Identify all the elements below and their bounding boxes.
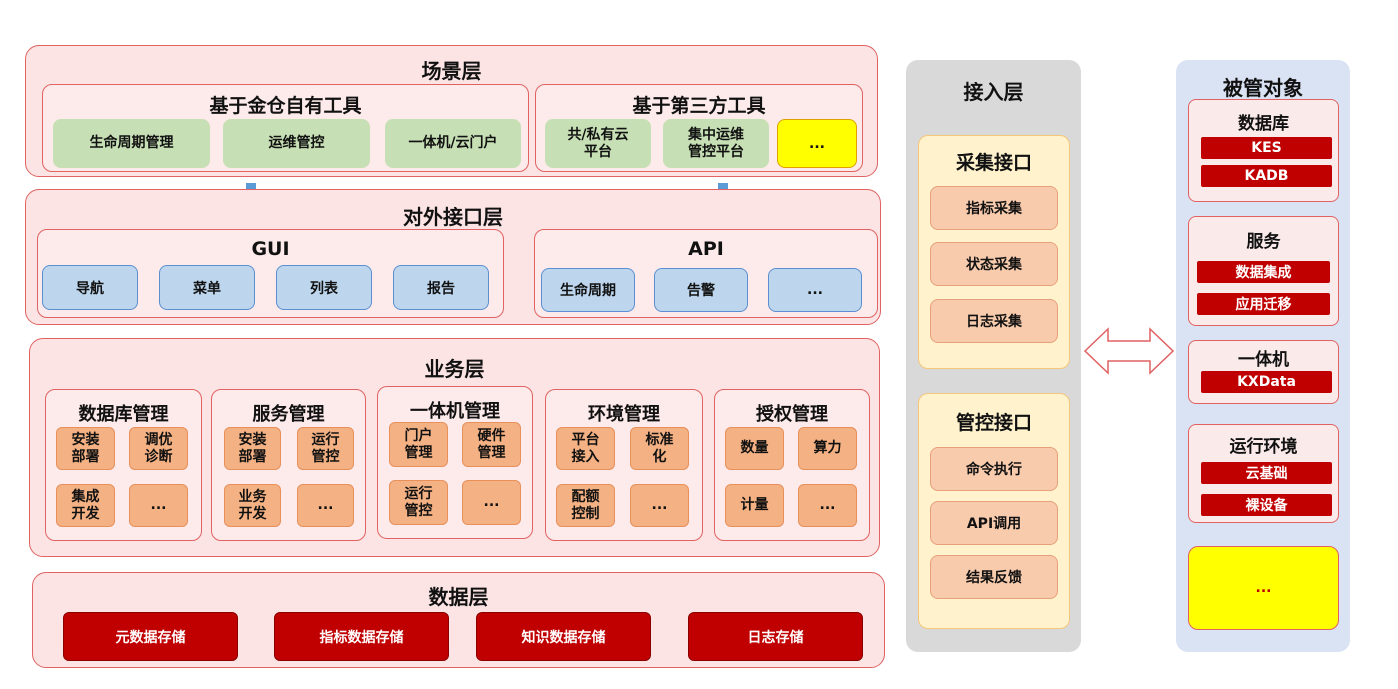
gui-item-list: 列表 bbox=[276, 265, 372, 310]
object-tag: 裸设备 bbox=[1201, 494, 1332, 516]
object-tag: 应用迁移 bbox=[1197, 293, 1330, 315]
gui-item-report: 报告 bbox=[393, 265, 489, 310]
control-interface-title: 管控接口 bbox=[955, 412, 1032, 434]
group-item: 运行 管控 bbox=[389, 480, 448, 525]
group-item: 业务 开发 bbox=[224, 484, 281, 527]
scene-layer-title: 场景层 bbox=[421, 59, 482, 83]
object-more: ... bbox=[1188, 546, 1339, 630]
gui-title: GUI bbox=[251, 238, 290, 260]
managed-objects-title: 被管对象 bbox=[1223, 76, 1303, 100]
api-title: API bbox=[688, 238, 724, 260]
group-title: 数据库管理 bbox=[78, 404, 169, 425]
group-item: 安装 部署 bbox=[224, 427, 281, 470]
group-item: 门户 管理 bbox=[389, 422, 448, 467]
object-tag: KADB bbox=[1201, 165, 1332, 187]
control-command: 命令执行 bbox=[930, 447, 1058, 491]
group-item: ... bbox=[630, 484, 689, 527]
group-title: 服务管理 bbox=[252, 404, 325, 425]
storage-knowledge: 知识数据存储 bbox=[476, 612, 651, 661]
tool-lifecycle: 生命周期管理 bbox=[53, 119, 210, 168]
double-arrow-icon bbox=[1084, 327, 1174, 375]
access-layer-title: 接入层 bbox=[963, 80, 1024, 104]
group-item: 算力 bbox=[798, 427, 857, 470]
api-item-alert: 告警 bbox=[654, 268, 748, 312]
tool-cloud-platform: 共/私有云 平台 bbox=[545, 119, 651, 168]
group-item: 计量 bbox=[725, 484, 784, 527]
tool-central-ops: 集中运维 管控平台 bbox=[663, 119, 769, 168]
control-feedback: 结果反馈 bbox=[930, 555, 1058, 599]
group-title: 授权管理 bbox=[756, 404, 828, 425]
business-layer-title: 业务层 bbox=[424, 357, 485, 381]
storage-metadata: 元数据存储 bbox=[63, 612, 238, 661]
storage-log: 日志存储 bbox=[688, 612, 863, 661]
tool-more: ... bbox=[777, 119, 857, 168]
api-item-more: ... bbox=[768, 268, 862, 312]
storage-metrics: 指标数据存储 bbox=[274, 612, 449, 661]
api-item-lifecycle: 生命周期 bbox=[541, 268, 635, 312]
gui-item-nav: 导航 bbox=[42, 265, 138, 310]
object-tag: 云基础 bbox=[1201, 462, 1332, 484]
group-item: ... bbox=[462, 480, 521, 525]
own-tools-title: 基于金仓自有工具 bbox=[209, 95, 362, 117]
collect-status: 状态采集 bbox=[930, 242, 1058, 286]
group-item: 标准 化 bbox=[630, 427, 689, 470]
tool-ops-control: 运维管控 bbox=[223, 119, 370, 168]
group-item: 调优 诊断 bbox=[129, 427, 188, 470]
collect-interface-title: 采集接口 bbox=[955, 152, 1032, 174]
collect-metrics: 指标采集 bbox=[930, 186, 1058, 230]
group-title: 一体机管理 bbox=[410, 401, 500, 422]
object-tag: KES bbox=[1201, 137, 1332, 159]
data-layer-title: 数据层 bbox=[428, 585, 489, 609]
object-tag: 数据集成 bbox=[1197, 261, 1330, 283]
control-api-call: API调用 bbox=[930, 501, 1058, 545]
group-item: ... bbox=[297, 484, 354, 527]
object-title: 一体机 bbox=[1238, 350, 1289, 370]
group-item: 安装 部署 bbox=[56, 427, 115, 470]
group-item: 数量 bbox=[725, 427, 784, 470]
interface-layer-title: 对外接口层 bbox=[403, 205, 503, 229]
tool-portal: 一体机/云门户 bbox=[385, 119, 521, 168]
collect-logs: 日志采集 bbox=[930, 299, 1058, 343]
object-title: 服务 bbox=[1246, 232, 1281, 252]
object-title: 运行环境 bbox=[1229, 437, 1298, 457]
third-party-title: 基于第三方工具 bbox=[632, 95, 766, 117]
group-item: 硬件 管理 bbox=[462, 422, 521, 467]
group-item: 运行 管控 bbox=[297, 427, 354, 470]
gui-item-menu: 菜单 bbox=[159, 265, 255, 310]
group-item: 平台 接入 bbox=[556, 427, 615, 470]
object-tag: KXData bbox=[1201, 371, 1332, 393]
object-title: 数据库 bbox=[1238, 114, 1289, 134]
group-title: 环境管理 bbox=[588, 404, 660, 425]
group-item: ... bbox=[798, 484, 857, 527]
group-item: 集成 开发 bbox=[56, 484, 115, 527]
group-item: ... bbox=[129, 484, 188, 527]
group-item: 配额 控制 bbox=[556, 484, 615, 527]
